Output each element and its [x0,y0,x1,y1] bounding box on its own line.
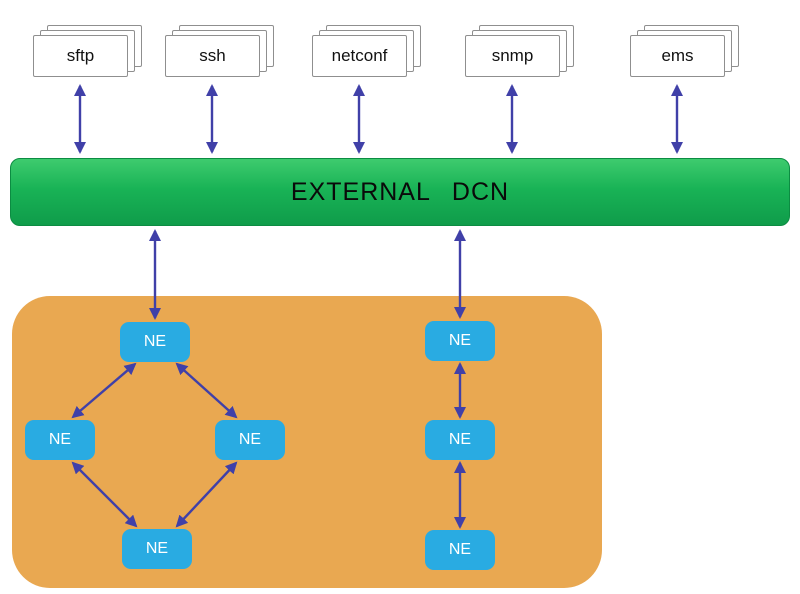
external-dcn-label: EXTERNAL DCN [290,177,510,206]
protocol-stack-ems: ems [630,25,742,81]
ne-label: NE [448,431,472,448]
protocol-stack-sftp: sftp [33,25,145,81]
ne-label: NE [238,431,262,448]
protocol-stack-snmp: snmp [465,25,577,81]
protocol-stack-ssh: ssh [165,25,277,81]
ne-node-ring-left: NE [25,420,95,460]
ne-node-ring-right: NE [215,420,285,460]
ne-label: NE [145,540,169,557]
ne-label: NE [143,333,167,350]
ne-label: NE [48,431,72,448]
protocol-label: ems [661,46,694,65]
ne-node-chain-top: NE [425,321,495,361]
document-sheet-icon: sftp [33,35,128,77]
document-sheet-icon: snmp [465,35,560,77]
protocol-label: snmp [491,46,534,65]
ne-node-chain-bottom: NE [425,530,495,570]
ne-node-chain-middle: NE [425,420,495,460]
ne-node-ring-top: NE [120,322,190,362]
managed-network-container [12,296,602,588]
document-sheet-icon: ems [630,35,725,77]
protocol-label: ssh [199,46,226,65]
ne-label: NE [448,541,472,558]
ne-label: NE [448,332,472,349]
protocol-label: netconf [331,46,388,65]
ne-node-ring-bottom: NE [122,529,192,569]
protocol-stack-netconf: netconf [312,25,424,81]
protocol-label: sftp [66,46,95,65]
document-sheet-icon: ssh [165,35,260,77]
document-sheet-icon: netconf [312,35,407,77]
external-dcn-bar: EXTERNAL DCN [10,158,790,226]
